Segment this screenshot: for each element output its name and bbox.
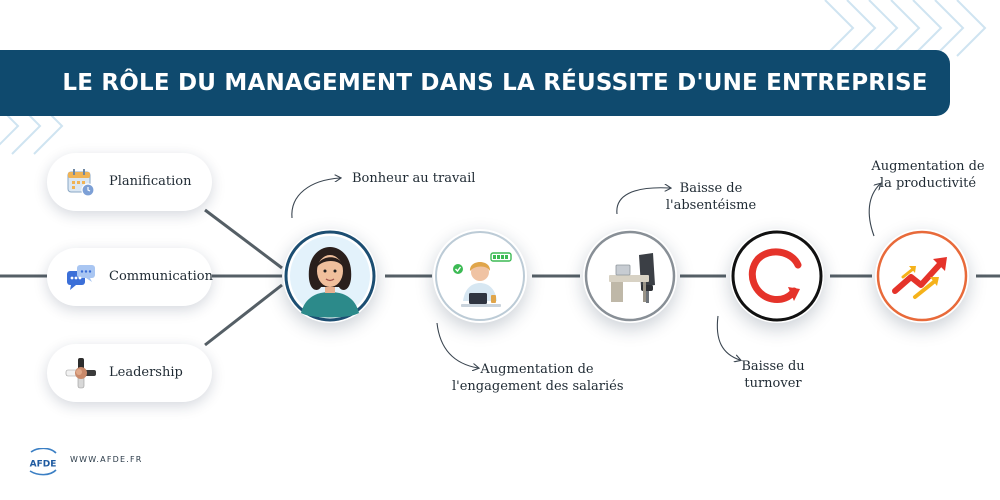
- page-title: LE RÔLE DU MANAGEMENT DANS LA RÉUSSITE D…: [62, 70, 928, 96]
- calendar-icon: [67, 169, 95, 197]
- connector-leadership: [204, 283, 283, 347]
- arrow-engagement: [436, 322, 478, 368]
- caption-line: Augmentation de: [480, 362, 594, 377]
- decorative-chevrons-top-right: [824, 0, 987, 57]
- pillar-label: Communication: [109, 269, 213, 284]
- step-bonheur-node: [283, 229, 377, 323]
- pillar-label: Planification: [109, 174, 192, 189]
- connector-planification: [204, 208, 283, 270]
- empty-desk-icon: [584, 230, 676, 322]
- teamwork-hands-icon: [65, 358, 96, 389]
- pillar-label: Leadership: [109, 365, 183, 380]
- caption-line: l'engagement des salariés: [452, 379, 624, 394]
- pillar-leadership: Leadership: [47, 344, 212, 402]
- circular-arrow-icon: [731, 230, 823, 322]
- chat-icon: [67, 265, 95, 290]
- arrow-productivite: [868, 184, 880, 237]
- svg-text:AFDE: AFDE: [30, 460, 57, 470]
- caption-line: Baisse de: [679, 181, 743, 196]
- pillar-communication: Communication: [47, 248, 213, 306]
- arrow-bonheur: [291, 178, 340, 219]
- growth-arrows-icon: [876, 230, 968, 322]
- caption-line: turnover: [744, 376, 802, 391]
- engaged-employee-icon: [435, 231, 525, 321]
- arrow-absenteisme: [616, 188, 670, 215]
- title-banner: [0, 50, 950, 116]
- caption-line: Baisse du: [741, 359, 805, 374]
- woman-avatar-icon: [284, 230, 376, 322]
- caption-engagement: Augmentation de l'engagement des salarié…: [452, 361, 624, 395]
- caption-line: l'absentéisme: [665, 198, 757, 213]
- caption-bonheur: Bonheur au travail: [352, 170, 475, 187]
- step-turnover-node: [730, 229, 824, 323]
- caption-productivite: Augmentation de la productivité: [870, 158, 986, 192]
- step-engagement-node: [433, 229, 527, 323]
- arrow-turnover: [716, 315, 740, 360]
- caption-line: Bonheur au travail: [352, 171, 476, 186]
- footer-website: WWW.AFDE.FR: [70, 455, 143, 464]
- caption-absenteisme: Baisse de l'absentéisme: [656, 180, 766, 214]
- caption-line: la productivité: [879, 176, 977, 191]
- step-absenteisme-node: [583, 229, 677, 323]
- step-productivite-node: [875, 229, 969, 323]
- pillar-planification: Planification: [47, 153, 212, 211]
- caption-turnover: Baisse du turnover: [728, 358, 818, 392]
- afde-logo: AFDE: [26, 448, 60, 476]
- caption-line: Augmentation de: [871, 159, 985, 174]
